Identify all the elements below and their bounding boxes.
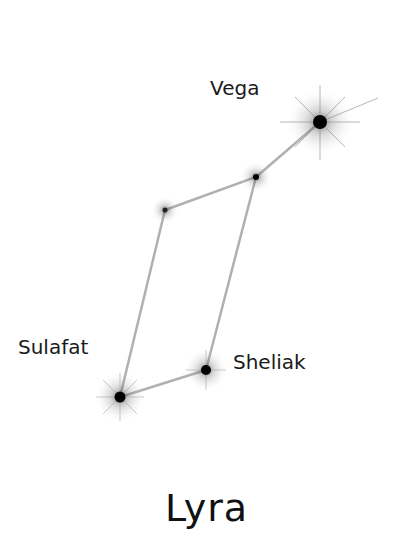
star-sulafat <box>94 371 146 423</box>
star-upper-right <box>240 161 272 193</box>
constellation-title: Lyra <box>165 488 248 530</box>
star-name: Vega <box>210 77 259 99</box>
star-upper-left <box>151 196 179 224</box>
star-name: Sheliak <box>233 351 306 373</box>
star-name: Sulafat <box>18 336 88 358</box>
constellation-lines <box>120 122 320 397</box>
star-sheliak <box>184 348 228 392</box>
star-vega <box>280 85 378 160</box>
